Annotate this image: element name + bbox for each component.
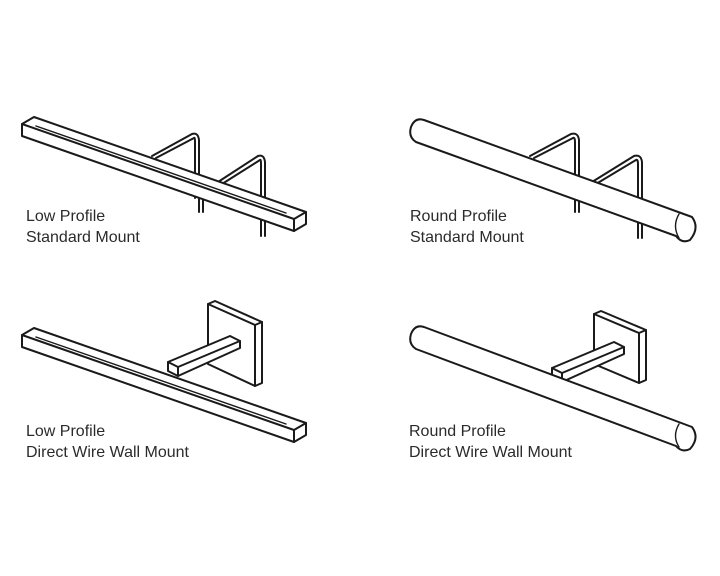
caption-line-1: Low Profile bbox=[26, 423, 106, 440]
caption-round-profile-direct-wire-mount: Round Profile Direct Wire Wall Mount bbox=[409, 421, 572, 463]
caption-line-2: Direct Wire Wall Mount bbox=[409, 444, 572, 461]
caption-low-profile-standard-mount: Low Profile Standard Mount bbox=[26, 206, 140, 248]
caption-line-1: Round Profile bbox=[409, 423, 506, 440]
round-profile-direct-wire-mount-illustration bbox=[409, 310, 697, 452]
caption-line-2: Standard Mount bbox=[410, 229, 524, 246]
caption-line-2: Direct Wire Wall Mount bbox=[26, 444, 189, 461]
low-profile-direct-wire-mount-illustration bbox=[21, 300, 307, 443]
caption-round-profile-standard-mount: Round Profile Standard Mount bbox=[410, 206, 524, 248]
caption-line-2: Standard Mount bbox=[26, 229, 140, 246]
round-profile-standard-mount-illustration bbox=[409, 118, 697, 243]
caption-line-1: Low Profile bbox=[26, 208, 106, 225]
caption-low-profile-direct-wire-mount: Low Profile Direct Wire Wall Mount bbox=[26, 421, 189, 463]
caption-line-1: Round Profile bbox=[410, 208, 507, 225]
low-profile-standard-mount-illustration bbox=[21, 116, 307, 237]
